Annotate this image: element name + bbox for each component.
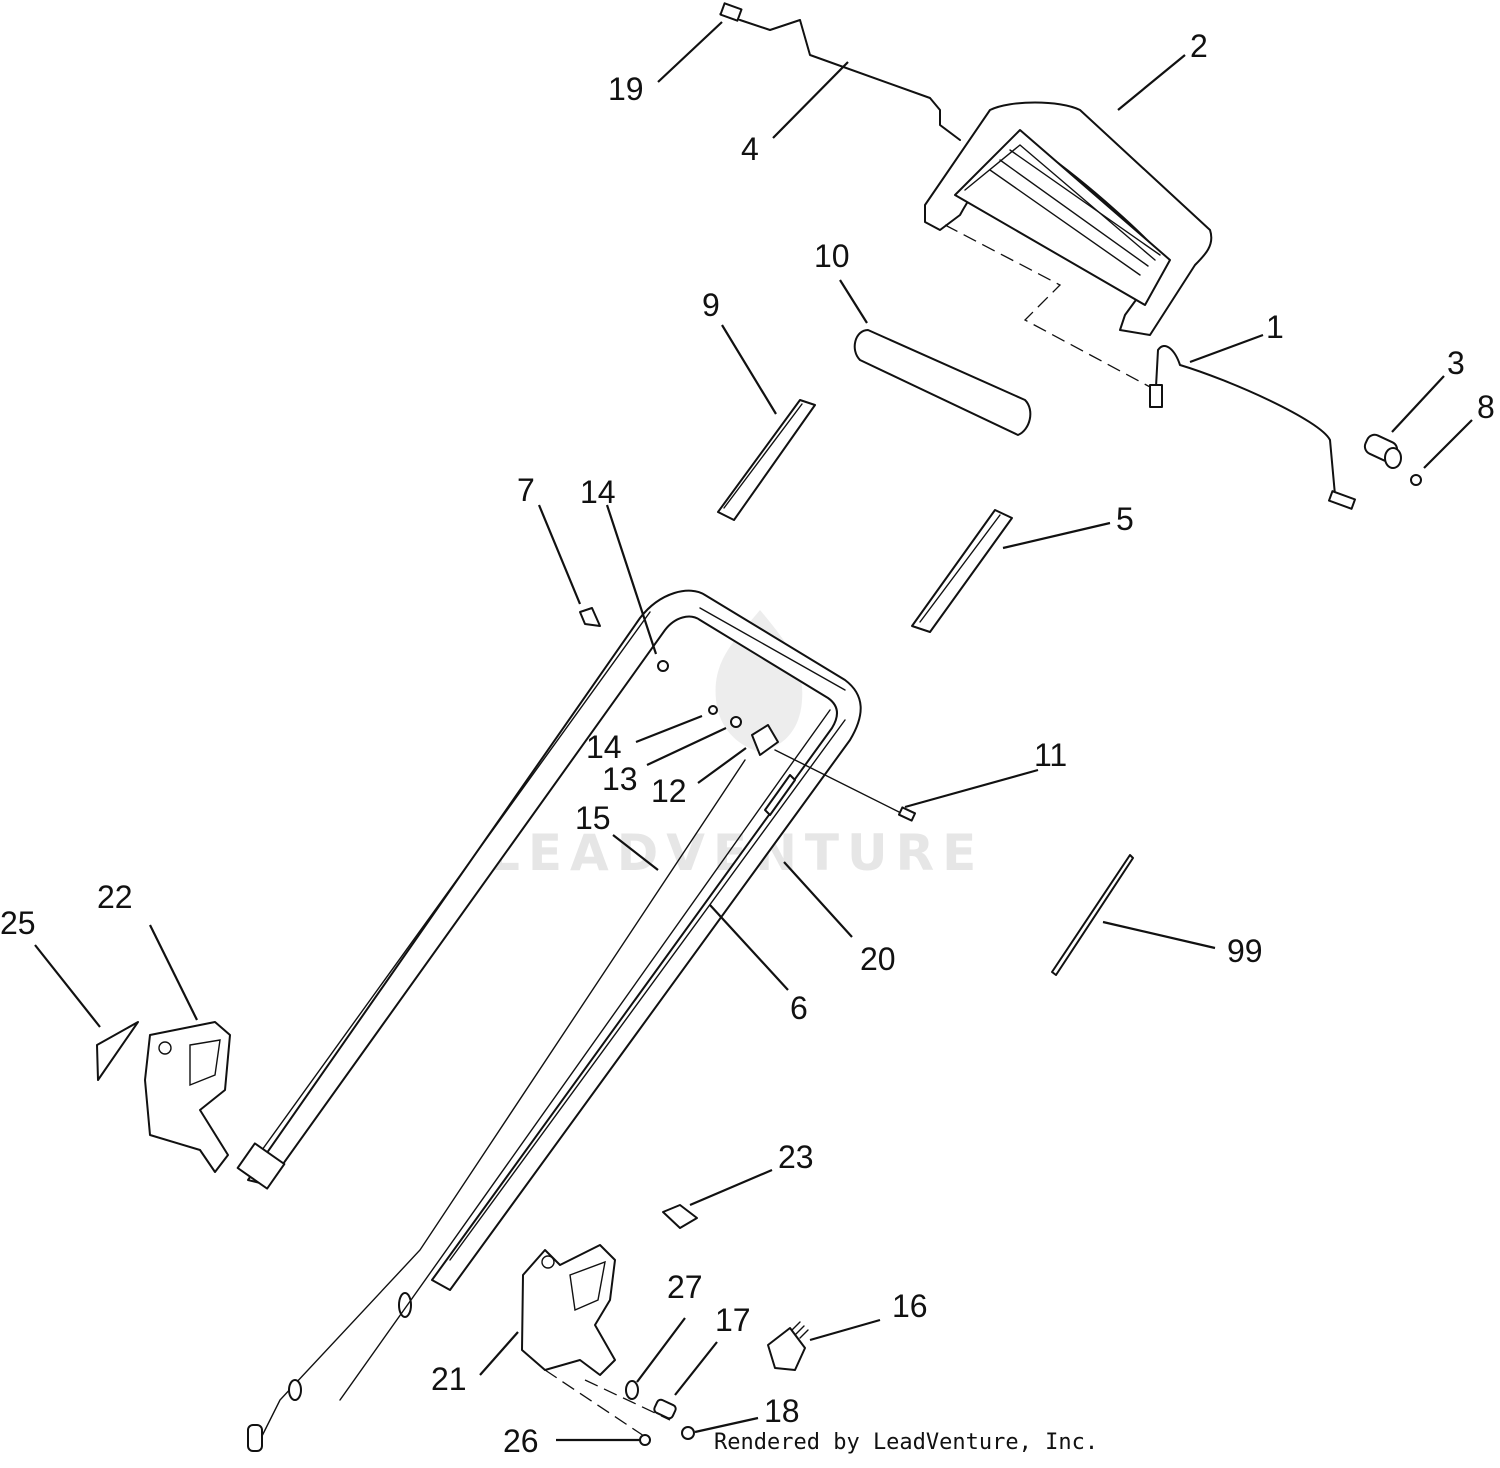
- part-1-bail-cable: [1149, 345, 1356, 510]
- callout-17: 17: [715, 1302, 751, 1338]
- callout-7: 7: [517, 472, 535, 508]
- callout-1: 1: [1266, 309, 1284, 345]
- callout-14-upper: 14: [580, 474, 616, 510]
- callout-21: 21: [431, 1361, 467, 1397]
- part-13-washer: [730, 716, 742, 728]
- part-9-handle-cover: [717, 399, 816, 521]
- part-18-nut: [681, 1426, 695, 1440]
- callout-26: 26: [503, 1423, 539, 1459]
- part-16-lever-spring: [767, 1321, 809, 1371]
- part-2-upper-handle: [924, 101, 1213, 336]
- part-22-height-bracket: [144, 1021, 231, 1173]
- callout-27: 27: [667, 1269, 703, 1305]
- callout-9: 9: [702, 287, 720, 323]
- part-99-cable-tie: [1051, 854, 1134, 976]
- callout-12: 12: [651, 773, 687, 809]
- part-4-control-rod: [719, 2, 961, 141]
- part-11-bolt: [774, 749, 917, 822]
- part-14-nut-lower: [708, 705, 718, 715]
- callout-6: 6: [790, 990, 808, 1026]
- part-10-decal: [853, 329, 1032, 436]
- part-6-lower-handle: [236, 589, 862, 1291]
- part-7-clip: [579, 607, 601, 627]
- callout-10: 10: [814, 238, 850, 274]
- part-14-nut-upper: [657, 660, 669, 672]
- callout-11: 11: [1034, 737, 1067, 773]
- part-3-bushing: [1363, 433, 1402, 469]
- callout-4: 4: [741, 131, 759, 167]
- callout-5: 5: [1116, 501, 1134, 537]
- part-12-bracket: [751, 724, 779, 756]
- callout-19: 19: [608, 71, 644, 107]
- callout-18: 18: [764, 1393, 800, 1429]
- callout-20: 20: [860, 941, 896, 977]
- part-21-height-bracket: [521, 1244, 616, 1376]
- credit-footer: Rendered by LeadVenture, Inc.: [714, 1430, 1099, 1455]
- callout-22: 22: [97, 879, 133, 915]
- part-8-nut: [1410, 474, 1422, 486]
- part-5-handle-cover: [911, 509, 1013, 633]
- callout-3: 3: [1447, 345, 1465, 381]
- part-23-adapter: [662, 1204, 698, 1229]
- callout-14-lower: 14: [586, 729, 622, 765]
- part-26-nut: [639, 1434, 651, 1446]
- callout-23: 23: [778, 1139, 814, 1175]
- part-27-spacer: [625, 1380, 639, 1400]
- part-25-decal: [96, 1021, 139, 1081]
- leader-lines: [34, 21, 1473, 1442]
- callout-99: 99: [1227, 933, 1263, 969]
- callout-13: 13: [602, 761, 638, 797]
- callout-15: 15: [575, 800, 611, 836]
- callout-16: 16: [892, 1288, 928, 1324]
- callout-2: 2: [1190, 28, 1208, 64]
- part-15-cable: [247, 759, 746, 1452]
- part-20-cable: [339, 709, 831, 1401]
- callout-25: 25: [0, 905, 36, 941]
- part-17-bolt: [653, 1398, 677, 1420]
- callout-8: 8: [1477, 389, 1495, 425]
